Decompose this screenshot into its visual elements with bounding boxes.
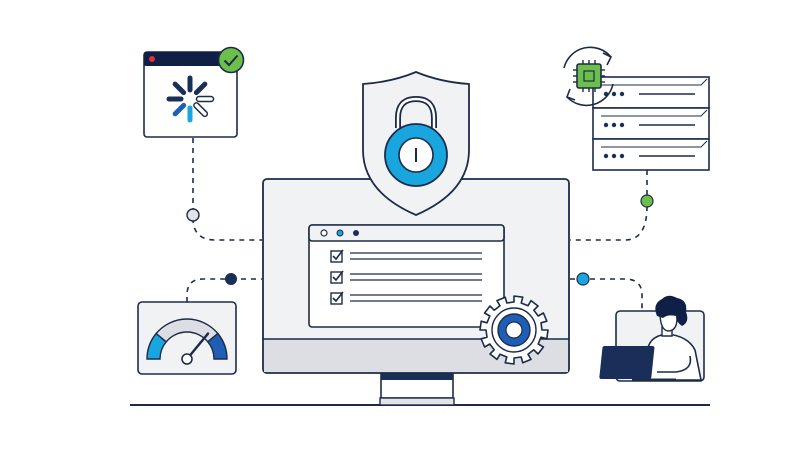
loading-spinner-icon xyxy=(166,75,215,123)
user-arm xyxy=(657,355,692,373)
chip-pins xyxy=(573,60,605,92)
padlock-icon xyxy=(384,95,448,187)
server-rack xyxy=(592,76,710,171)
server-led-3-3 xyxy=(619,153,625,159)
chip-body xyxy=(576,63,602,89)
checkbox-1 xyxy=(330,250,343,263)
browser-red-dot xyxy=(149,56,155,62)
server-led-1-2 xyxy=(611,91,617,97)
gauge-pivot xyxy=(181,353,193,365)
spinner-spoke-2 xyxy=(193,81,208,96)
server-unit-3 xyxy=(592,138,710,171)
connector-node-cyan xyxy=(576,272,590,286)
check-mark xyxy=(223,54,239,67)
server-bevel-2 xyxy=(601,109,708,117)
connector-node-navy xyxy=(225,273,237,285)
checkbox-tick-1 xyxy=(332,249,344,261)
monitor-stand-foot xyxy=(379,397,455,406)
server-led-1-3 xyxy=(619,91,625,97)
checkmark-icon xyxy=(217,46,245,74)
user-hair xyxy=(655,295,688,326)
gauge-panel xyxy=(137,301,237,375)
server-led-3-2 xyxy=(611,153,617,159)
checkbox-tick-2 xyxy=(332,270,344,282)
speedometer-icon xyxy=(137,301,237,375)
gear-center xyxy=(505,321,523,339)
connector-node-green xyxy=(640,194,654,208)
connector-server-monitor xyxy=(570,205,648,241)
checkbox-2 xyxy=(330,271,343,284)
server-bevel-3 xyxy=(601,140,708,148)
spinner-spoke-6 xyxy=(172,102,187,117)
refresh-arrowhead-top xyxy=(602,52,613,66)
window-dot-white xyxy=(320,229,328,237)
connector-node-gray xyxy=(186,208,200,222)
gear-icon xyxy=(479,295,549,365)
connector-user xyxy=(570,278,643,310)
connector-gauge xyxy=(186,278,230,302)
spinner-spoke-4 xyxy=(194,103,207,116)
person-at-laptop-icon xyxy=(599,295,705,382)
server-bevel-1 xyxy=(601,78,708,86)
server-led-2-3 xyxy=(619,122,625,128)
refresh-arrows-icon xyxy=(563,46,614,107)
refresh-arrowhead-bottom xyxy=(565,88,576,101)
loading-browser-window xyxy=(143,46,245,138)
server-led-2-1 xyxy=(603,122,609,128)
server-led-3-1 xyxy=(603,153,609,159)
chip-core xyxy=(583,70,595,82)
spinner-spoke-8 xyxy=(172,81,187,96)
connector-browser-monitor xyxy=(192,217,262,241)
refresh-arc-bottom xyxy=(566,83,614,107)
cpu-chip-icon xyxy=(573,60,605,92)
checklist-rows xyxy=(330,249,482,305)
checkbox-tick-3 xyxy=(332,291,344,303)
refresh-arc-top xyxy=(563,46,612,69)
server-unit-2 xyxy=(592,107,710,140)
checklist-window-titlebar xyxy=(308,224,505,242)
server-led-2-2 xyxy=(611,122,617,128)
gauge-segment-high xyxy=(206,332,228,360)
checkbox-3 xyxy=(330,292,343,305)
check-badge xyxy=(217,46,245,74)
browser-window-titlebar xyxy=(144,52,237,66)
window-dot-navy xyxy=(353,230,359,236)
window-dot-cyan xyxy=(336,229,344,237)
monitor-stand-base xyxy=(381,374,453,380)
shield-icon xyxy=(362,71,470,216)
padlock-shackle-inner xyxy=(396,97,436,128)
laptop-screen xyxy=(599,346,655,379)
checklist-window xyxy=(308,224,505,328)
